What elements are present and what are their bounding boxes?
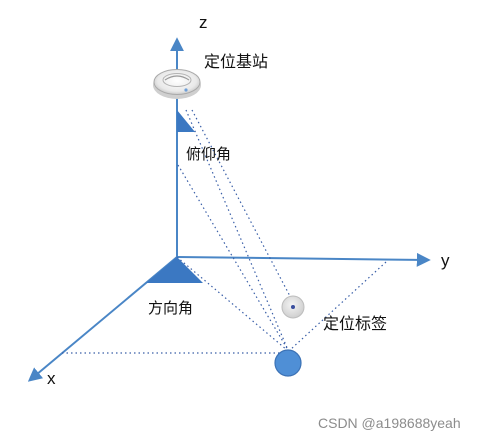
dotted-y-to-tag bbox=[289, 261, 387, 351]
base-station-label: 定位基站 bbox=[204, 52, 269, 71]
azimuth-angle-label: 方向角 bbox=[148, 299, 194, 317]
elevation-angle-marker bbox=[177, 110, 195, 132]
y-axis-label: y bbox=[441, 251, 450, 270]
tag-point bbox=[274, 349, 302, 377]
base-station-icon bbox=[153, 69, 201, 99]
x-axis-line bbox=[27, 256, 178, 382]
y-axis-line bbox=[176, 252, 431, 267]
dotted-station-to-projection bbox=[191, 109, 293, 301]
tag-projection-point bbox=[281, 295, 305, 319]
azimuth-angle-marker bbox=[146, 257, 203, 283]
watermark: CSDN @a198688yeah bbox=[318, 415, 461, 431]
z-axis-label: z bbox=[199, 13, 208, 32]
dotted-station-to-tag-b bbox=[185, 109, 289, 351]
projection-lines bbox=[62, 109, 387, 354]
tag-label: 定位标签 bbox=[323, 314, 388, 333]
x-axis-label: x bbox=[47, 369, 56, 388]
elevation-angle-label: 俯仰角 bbox=[186, 145, 232, 163]
dotted-origin-to-tag bbox=[176, 256, 288, 351]
